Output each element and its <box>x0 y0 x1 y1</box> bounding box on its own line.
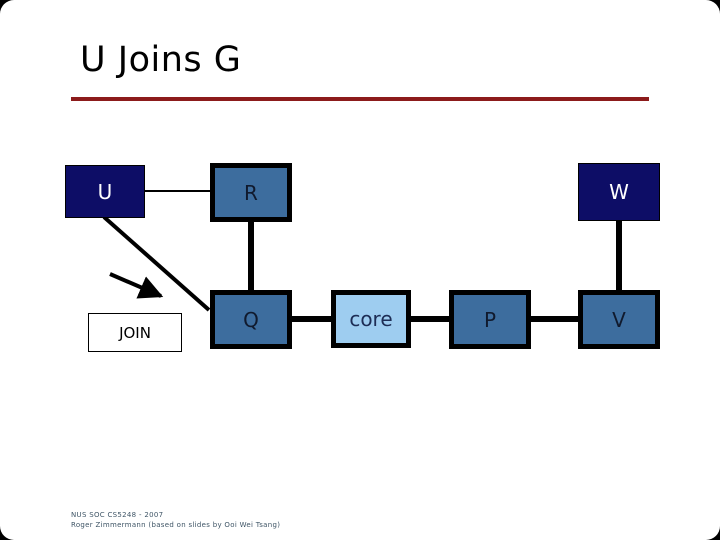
edge-u-r <box>145 190 211 192</box>
node-v-label: V <box>612 307 626 332</box>
node-q-label: Q <box>243 307 259 332</box>
edge-q-core <box>289 316 334 322</box>
edge-p-v <box>528 316 581 322</box>
u-to-q-arrow <box>102 215 211 312</box>
page-title: U Joins G <box>80 40 242 80</box>
node-join[interactable]: JOIN <box>88 313 182 352</box>
node-r-label: R <box>244 180 258 205</box>
node-core[interactable]: core <box>331 290 411 348</box>
footer-course-line: NUS SOC CS5248 - 2007 <box>71 511 164 519</box>
slide-footer: NUS SOC CS5248 - 2007 Roger Zimmermann (… <box>71 510 280 530</box>
edge-w-v <box>616 219 622 293</box>
edge-r-q <box>248 219 254 293</box>
footer-author-line: Roger Zimmermann (based on slides by Ooi… <box>71 521 281 529</box>
node-r[interactable]: R <box>210 163 292 222</box>
node-v[interactable]: V <box>578 290 660 349</box>
node-u[interactable]: U <box>65 165 145 218</box>
node-join-label: JOIN <box>119 323 151 342</box>
title-underline-rule <box>71 97 649 101</box>
node-core-label: core <box>349 307 393 331</box>
node-w-label: W <box>609 180 629 204</box>
node-q[interactable]: Q <box>210 290 292 349</box>
join-hint-arrow <box>109 272 164 299</box>
node-p-label: P <box>483 307 497 332</box>
node-p[interactable]: P <box>449 290 531 349</box>
node-w[interactable]: W <box>578 163 660 221</box>
node-u-label: U <box>97 179 113 204</box>
edge-core-p <box>408 316 452 322</box>
